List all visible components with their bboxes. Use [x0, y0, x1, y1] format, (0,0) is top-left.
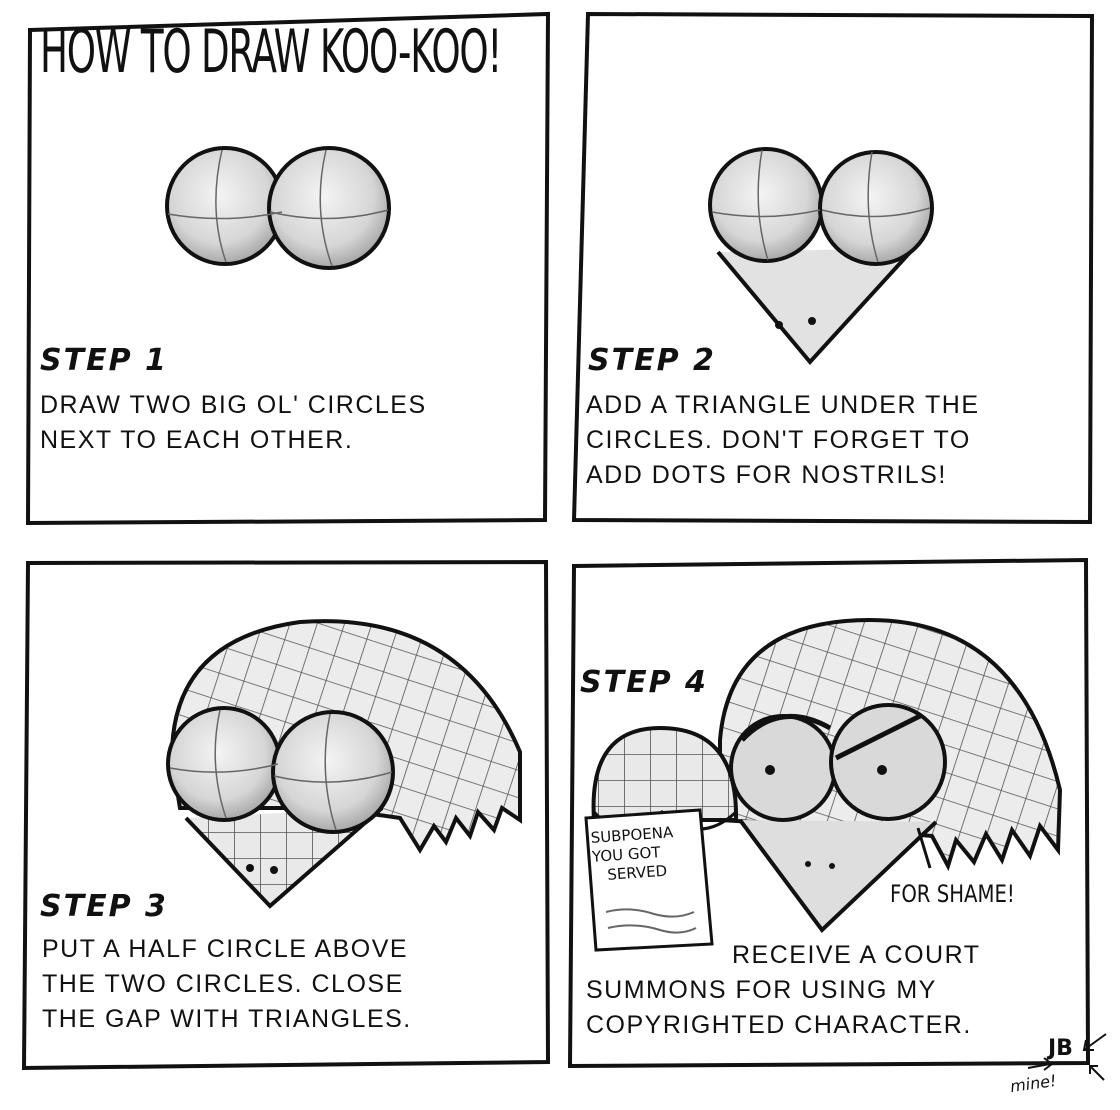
step-3-line-3: THE GAP WITH TRIANGLES. [42, 1005, 412, 1033]
signature-arrows [1027, 1033, 1107, 1081]
subpoena-note: SUBPOENA YOU GOT SERVED [590, 823, 676, 886]
step-4-text: RECEIVE A COURT SUMMONS FOR USING MY COP… [586, 938, 1076, 1043]
step4-drawing [584, 617, 1063, 952]
step-3-line-2: THE TWO CIRCLES. CLOSE [42, 970, 404, 998]
panel-1-border [25, 11, 551, 526]
panel-3-border [21, 559, 551, 1071]
step-2-line-3: ADD DOTS FOR NOSTRILS! [586, 461, 947, 489]
step2-drawing [708, 147, 934, 366]
step-1-text: DRAW TWO BIG OL' CIRCLES NEXT TO EACH OT… [40, 388, 540, 458]
step-1-heading: STEP 1 [40, 343, 168, 378]
step-3-text: PUT A HALF CIRCLE ABOVE THE TWO CIRCLES.… [42, 932, 542, 1037]
step-4-line-3: COPYRIGHTED CHARACTER. [586, 1011, 972, 1039]
step-4-line-2: SUMMONS FOR USING MY [586, 976, 937, 1004]
step-2-text: ADD A TRIANGLE UNDER THE CIRCLES. DON'T … [586, 388, 1086, 493]
step-4-line-1: RECEIVE A COURT [732, 941, 981, 969]
step-4-heading: STEP 4 [580, 665, 708, 700]
step-2-heading: STEP 2 [588, 343, 716, 378]
step-3-line-1: PUT A HALF CIRCLE ABOVE [42, 935, 409, 963]
step1-drawing [165, 146, 391, 270]
step-2-line-1: ADD A TRIANGLE UNDER THE [586, 391, 980, 419]
step-1-line-1: DRAW TWO BIG OL' CIRCLES [40, 391, 427, 419]
page-title: HOW TO DRAW KOO-KOO! [40, 17, 502, 87]
step-3-heading: STEP 3 [40, 889, 168, 924]
step-2-line-2: CIRCLES. DON'T FORGET TO [586, 426, 971, 454]
step-1-line-2: NEXT TO EACH OTHER. [40, 426, 354, 454]
panel-4-border [567, 557, 1091, 1069]
step3-drawing [166, 619, 522, 909]
signature-initials: JB [1048, 1036, 1073, 1061]
panel-2-border [571, 11, 1095, 525]
for-shame-caption: FOR SHAME! [890, 880, 1015, 908]
